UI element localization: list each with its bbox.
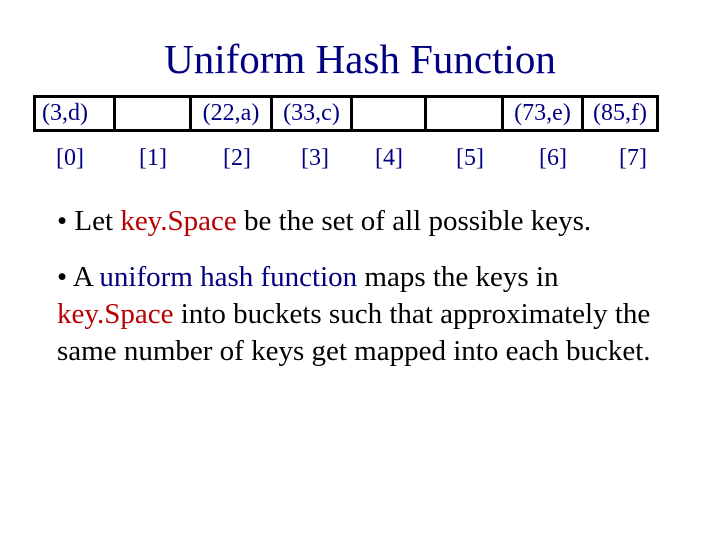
hash-table-cell-0: (3,d) bbox=[36, 98, 116, 129]
bullet-text: A bbox=[72, 261, 100, 293]
keyspace-term: key.Space bbox=[120, 205, 237, 237]
bucket-index-5: [5] bbox=[456, 145, 484, 171]
bucket-index-2: [2] bbox=[223, 145, 251, 171]
bullet-text: Let bbox=[74, 205, 121, 237]
bullet-marker: • bbox=[57, 261, 73, 293]
hash-table-cell-6: (73,e) bbox=[504, 98, 584, 129]
keyspace-term: key.Space bbox=[57, 298, 174, 330]
bullet-list: • Let key.Space be the set of all possib… bbox=[57, 203, 677, 389]
bucket-index-7: [7] bbox=[619, 145, 647, 171]
bullet-marker: • bbox=[57, 205, 75, 237]
slide-title: Uniform Hash Function bbox=[164, 36, 556, 82]
bucket-index-1: [1] bbox=[139, 145, 167, 171]
hash-table-cell-3: (33,c) bbox=[273, 98, 353, 129]
bucket-index-0: [0] bbox=[56, 145, 84, 171]
bullet-text: maps the keys in bbox=[357, 261, 559, 293]
hash-table: (3,d) (22,a) (33,c) (73,e) (85,f) bbox=[33, 95, 659, 132]
bucket-index-3: [3] bbox=[301, 145, 329, 171]
bucket-index-6: [6] bbox=[539, 145, 567, 171]
hash-table-cell-2: (22,a) bbox=[192, 98, 273, 129]
bucket-index-4: [4] bbox=[375, 145, 403, 171]
bullet-text: into buckets such that approximately the… bbox=[57, 298, 651, 367]
hash-table-cell-7: (85,f) bbox=[593, 100, 647, 126]
hash-table-cell-5 bbox=[427, 98, 504, 129]
bullet-item-keyspace: • Let key.Space be the set of all possib… bbox=[57, 203, 677, 240]
uniform-hash-term: uniform hash function bbox=[99, 261, 358, 293]
bullet-item-uniform-hash: • A uniform hash function maps the keys … bbox=[57, 259, 677, 370]
hash-table-cell-1 bbox=[116, 98, 192, 129]
bullet-text: be the set of all possible keys. bbox=[236, 205, 592, 237]
hash-table-cell-4 bbox=[353, 98, 427, 129]
